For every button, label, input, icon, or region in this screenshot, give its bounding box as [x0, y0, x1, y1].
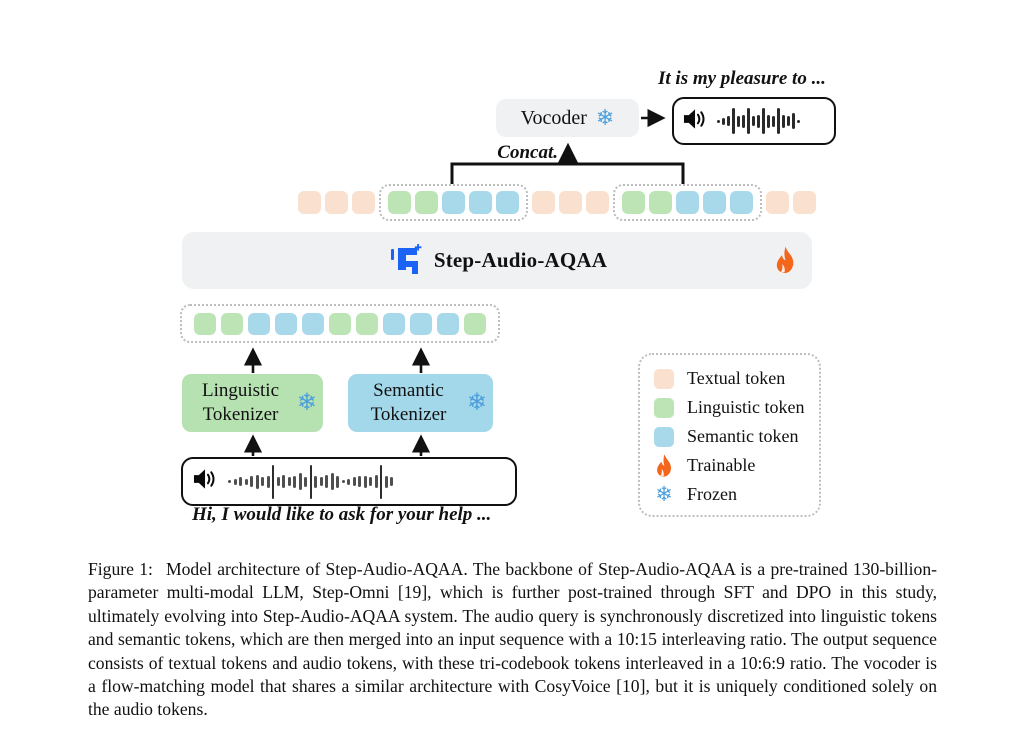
input-audio-bubble [181, 457, 517, 506]
linguistic-token [329, 312, 351, 335]
textual-token [532, 190, 555, 214]
speaker-icon [193, 469, 215, 489]
textual-token [559, 190, 582, 214]
speaker-icon-slot [193, 467, 219, 496]
linguistic-token [194, 312, 216, 335]
backbone-label: Step-Audio-AQAA [433, 248, 608, 272]
textual-token [325, 190, 348, 214]
semantic-token [410, 312, 432, 335]
input-transcript-text: Hi, I would like to ask for your help ..… [192, 504, 492, 525]
flame-icon [776, 246, 794, 274]
semantic-token [676, 190, 699, 214]
semantic-token [496, 190, 519, 214]
waveform-icon [228, 464, 393, 499]
step-logo-icon [390, 243, 422, 274]
waveform-icon [717, 108, 800, 134]
audio-token-group [379, 183, 528, 221]
semantic-token [248, 312, 270, 335]
textual-token [352, 190, 375, 214]
linguistic-token [356, 312, 378, 335]
snowflake-icon: ❄ [655, 482, 673, 506]
linguistic-token [464, 312, 486, 335]
textual-token [298, 190, 321, 214]
semantic-tokenizer-box: Semantic Tokenizer ❄ [348, 374, 493, 432]
semantic-token [730, 190, 753, 214]
vocoder-box: Vocoder ❄ [496, 99, 639, 137]
linguistic-token [415, 190, 438, 214]
linguistic-token [649, 190, 672, 214]
audio-token-group [613, 183, 762, 221]
legend-swatch-slot [653, 368, 675, 389]
input-token-row [180, 304, 500, 343]
legend-item: Linguistic token [653, 393, 819, 422]
legend-item: Semantic token [653, 422, 819, 451]
vocoder-label: Vocoder [520, 106, 587, 129]
linguistic-tokenizer-label: Linguistic Tokenizer [201, 380, 280, 425]
linguistic-token-swatch [654, 397, 674, 418]
semantic-token [302, 312, 324, 335]
speaker-icon-slot [683, 107, 709, 136]
trainable-flame-slot [772, 245, 798, 281]
legend-label: Linguistic token [687, 397, 805, 417]
figure-caption-text: Model architecture of Step-Audio-AQAA. T… [88, 559, 937, 720]
textual-token-swatch [654, 368, 674, 389]
semantic-token-swatch [654, 426, 674, 447]
snowflake-icon: ❄ [296, 390, 317, 416]
semantic-token [383, 312, 405, 335]
linguistic-token [221, 312, 243, 335]
snowflake-icon: ❄ [595, 105, 615, 130]
figure-caption-label: Figure 1: [88, 559, 153, 579]
output-token-row [298, 181, 816, 223]
legend-item: Trainable [653, 451, 819, 480]
flame-icon [657, 453, 672, 477]
flame-icon-slot [653, 453, 675, 479]
concat-label: Concat. [497, 142, 558, 163]
figure-caption: Figure 1:Model architecture of Step-Audi… [88, 558, 937, 722]
backbone-box: Step-Audio-AQAA [182, 232, 812, 289]
output-audio-bubble [672, 97, 836, 145]
legend-label: Semantic token [687, 426, 799, 446]
semantic-token [469, 190, 492, 214]
speaker-icon [683, 108, 705, 129]
snowflake-icon: ❄ [466, 390, 487, 416]
textual-token [766, 190, 789, 214]
textual-token [586, 190, 609, 214]
semantic-token [437, 312, 459, 335]
legend-item: Textual token [653, 364, 819, 393]
linguistic-token [388, 190, 411, 214]
snowflake-icon-slot: ❄ [653, 484, 675, 505]
linguistic-token [622, 190, 645, 214]
legend-label: Trainable [687, 455, 756, 475]
semantic-token [442, 190, 465, 214]
linguistic-tokenizer-box: Linguistic Tokenizer ❄ [182, 374, 323, 432]
semantic-token [703, 190, 726, 214]
semantic-tokenizer-label: Semantic Tokenizer [370, 380, 447, 425]
textual-token [793, 190, 816, 214]
legend-label: Frozen [687, 484, 737, 504]
legend-swatch-slot [653, 397, 675, 418]
output-transcript-text: It is my pleasure to ... [658, 68, 826, 89]
legend-item: ❄ Frozen [653, 480, 819, 509]
semantic-token [275, 312, 297, 335]
legend-label: Textual token [687, 368, 786, 388]
legend-swatch-slot [653, 426, 675, 447]
